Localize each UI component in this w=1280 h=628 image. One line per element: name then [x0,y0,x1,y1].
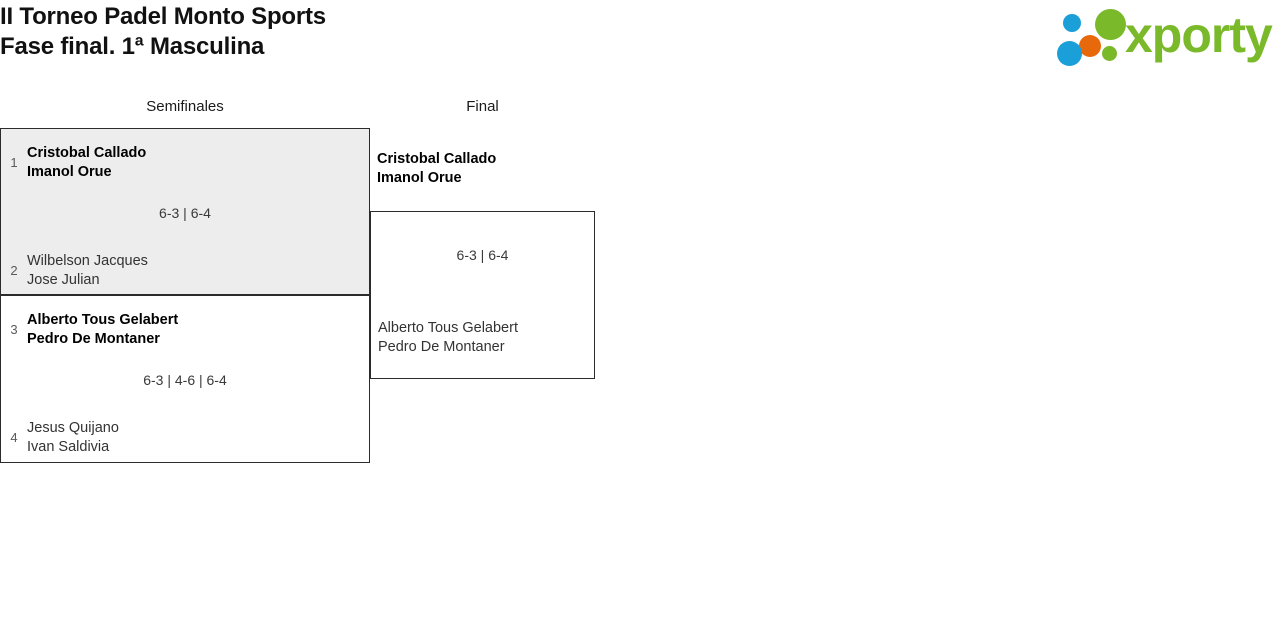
logo-dot-green-large [1095,9,1126,40]
player-name-2: Pedro De Montaner [27,331,160,347]
player-name-2: Jose Julian [27,272,100,288]
match-semifinal-2[interactable]: 3 Alberto Tous Gelabert Pedro De Montane… [0,295,370,463]
tournament-subtitle: Fase final. 1ª Masculina [0,33,265,60]
final-winner[interactable]: Cristobal Callado Imanol Orue [377,150,592,188]
semifinal-1-winner[interactable]: 1 Cristobal Callado Imanol Orue [1,139,371,187]
semifinal-2-winner[interactable]: 3 Alberto Tous Gelabert Pedro De Montane… [1,306,371,354]
seed-number: 2 [10,263,18,278]
logo-wordmark: xporty [1125,7,1273,63]
team-players: Wilbelson Jacques Jose Julian [27,252,148,290]
match-score: 6-3 | 6-4 [456,247,509,263]
match-final[interactable]: 6-3 | 6-4 Alberto Tous Gelabert Pedro De… [370,211,595,379]
team-players: Alberto Tous Gelabert Pedro De Montaner [27,311,178,349]
player-name-2: Imanol Orue [377,170,462,186]
page-title: II Torneo Padel Monto Sports Fase final.… [0,2,326,62]
team-players: Alberto Tous Gelabert Pedro De Montaner [378,320,518,355]
logo-dot-green-small [1102,46,1117,61]
player-name-1: Jesus Quijano [27,420,119,436]
match-score: 6-3 | 4-6 | 6-4 [143,372,227,388]
page-header: II Torneo Padel Monto Sports Fase final.… [0,0,1280,80]
team-players: Cristobal Callado Imanol Orue [377,151,496,186]
logo-dots-icon [1057,8,1137,66]
match-score: 6-3 | 6-4 [159,205,211,221]
seed-number: 1 [10,155,18,170]
team-players: Jesus Quijano Ivan Saldivia [27,419,119,457]
round-header-semifinals: Semifinales [146,98,224,115]
tournament-title: II Torneo Padel Monto Sports [0,3,326,30]
player-name-1: Cristobal Callado [377,151,497,167]
logo-dot-blue-small [1063,14,1081,32]
logo-dot-orange [1079,35,1101,57]
player-name-1: Wilbelson Jacques [27,253,148,269]
seed-number: 4 [10,430,18,445]
player-name-1: Alberto Tous Gelabert [27,312,179,328]
player-name-1: Cristobal Callado [27,145,147,161]
round-header-final: Final [466,98,499,115]
xporty-logo[interactable]: xporty [1049,6,1275,66]
semifinal-2-loser[interactable]: 4 Jesus Quijano Ivan Saldivia [1,414,371,462]
match-semifinal-1[interactable]: 1 Cristobal Callado Imanol Orue 6-3 | 6-… [0,128,370,295]
seed-number: 3 [10,322,18,337]
player-name-2: Imanol Orue [27,164,112,180]
player-name-2: Pedro De Montaner [378,339,505,355]
final-loser[interactable]: Alberto Tous Gelabert Pedro De Montaner [378,319,593,357]
player-name-1: Alberto Tous Gelabert [378,320,518,336]
player-name-2: Ivan Saldivia [27,439,110,455]
semifinal-1-loser[interactable]: 2 Wilbelson Jacques Jose Julian [1,247,371,295]
logo-dot-blue-large [1057,41,1082,66]
team-players: Cristobal Callado Imanol Orue [27,144,146,182]
